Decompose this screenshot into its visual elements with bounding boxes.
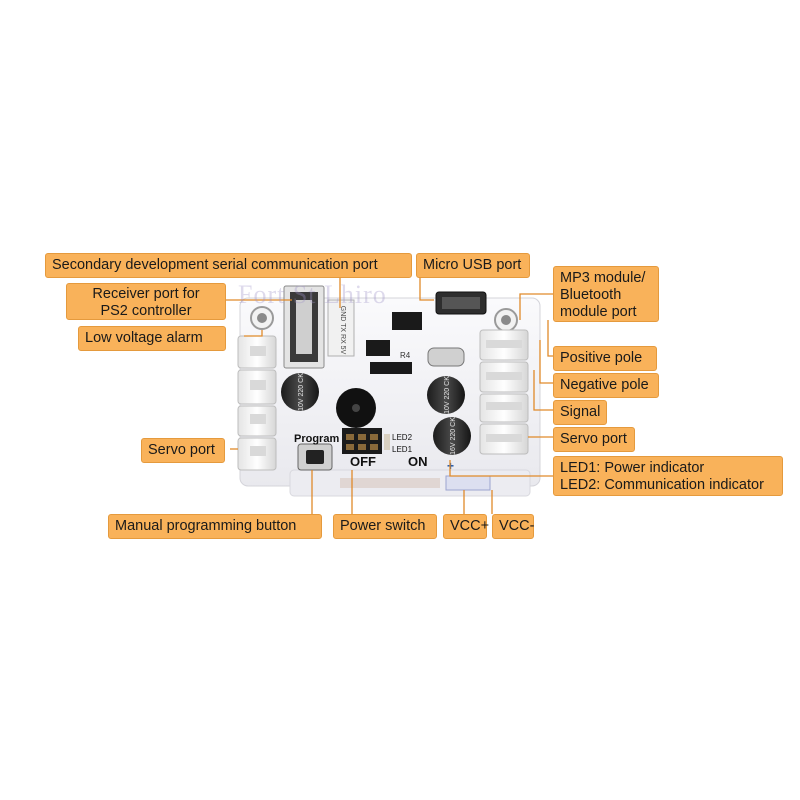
mp3-line-1: MP3 module/ — [560, 270, 646, 286]
callout-servo-port-left: Servo port — [141, 438, 225, 463]
led1-line: LED1: Power indicator — [560, 460, 705, 476]
led2-silkscreen: LED2 — [392, 433, 413, 442]
micro-usb-connector — [435, 291, 487, 315]
callout-secondary-serial-port: Secondary development serial communicati… — [45, 253, 412, 278]
serial-header: GND TX RX 5V — [327, 299, 355, 357]
callout-low-voltage-alarm: Low voltage alarm — [78, 326, 226, 351]
callout-positive-pole: Positive pole — [553, 346, 657, 371]
callout-vcc-plus: VCC+ — [443, 514, 489, 539]
r4-label: R4 — [400, 351, 411, 360]
led2-line: LED2: Communication indicator — [560, 477, 764, 493]
watermark-text: Fort St Lhiro — [238, 280, 387, 309]
ps2-receiver-port — [283, 285, 325, 369]
callout-ps2-receiver-port: Receiver port for PS2 controller — [66, 283, 226, 320]
mp3-line-2: Bluetooth — [560, 287, 622, 303]
buzzer — [336, 388, 376, 428]
ic-chip-1 — [366, 340, 390, 356]
callout-vcc-minus: VCC- — [492, 514, 534, 539]
svg-text:10V 220 CK: 10V 220 CK — [444, 376, 451, 414]
capacitor-1: 10V 220 CK — [281, 373, 319, 411]
capacitor-3: 16V 220 CK — [433, 417, 471, 455]
led-indicator — [384, 434, 390, 450]
program-silkscreen: Program — [294, 433, 339, 445]
power-terminal — [445, 475, 491, 491]
servo-connectors-left — [237, 335, 277, 471]
ps2-line-1: Receiver port for — [92, 286, 200, 302]
leader-lines — [226, 276, 555, 514]
callout-mp3-bluetooth-port: MP3 module/ Bluetooth module port — [553, 266, 659, 322]
pcb-bottom-strip — [340, 478, 440, 488]
mp3-line-3: module port — [560, 304, 637, 320]
callout-servo-port-right: Servo port — [553, 427, 635, 452]
svg-text:GND TX RX 5V: GND TX RX 5V — [339, 306, 346, 355]
power-switch-component — [342, 428, 382, 454]
callout-power-switch: Power switch — [333, 514, 437, 539]
svg-text:10V 220 CK: 10V 220 CK — [298, 373, 305, 411]
on-silkscreen: ON — [408, 454, 428, 469]
ic-chip-2 — [392, 312, 422, 330]
callout-micro-usb-port: Micro USB port — [416, 253, 530, 278]
callout-led-indicators: LED1: Power indicator LED2: Communicatio… — [553, 456, 783, 496]
mounting-hole-right — [494, 308, 518, 332]
led1-silkscreen: LED1 — [392, 445, 413, 454]
ic-chip-3 — [370, 362, 412, 374]
capacitor-2: 10V 220 CK — [427, 376, 465, 414]
ps2-line-2: PS2 controller — [100, 303, 192, 319]
callout-negative-pole: Negative pole — [553, 373, 659, 398]
mounting-hole-left — [250, 306, 274, 330]
callout-manual-programming-button: Manual programming button — [108, 514, 322, 539]
program-button-component — [297, 443, 333, 471]
crystal-component — [427, 347, 465, 367]
servo-connectors-right — [479, 329, 529, 455]
callout-signal: Signal — [553, 400, 607, 425]
off-silkscreen: OFF — [350, 454, 376, 469]
svg-text:16V 220 CK: 16V 220 CK — [450, 417, 457, 455]
